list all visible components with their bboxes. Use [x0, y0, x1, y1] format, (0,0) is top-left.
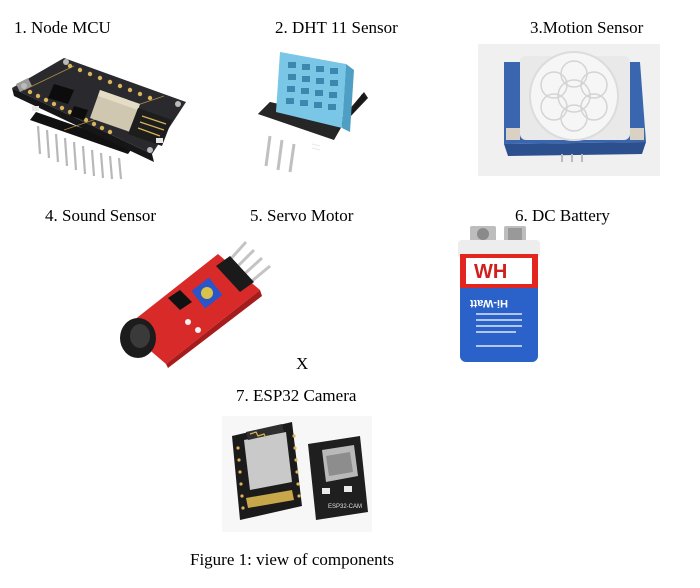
- label-motion-sensor: 3.Motion Sensor: [530, 18, 644, 37]
- label-servo-motor: 5. Servo Motor: [250, 206, 354, 225]
- label-sound-sensor: 4. Sound Sensor: [45, 206, 156, 225]
- esp32-camera-image: ESP32-CAM: [222, 416, 372, 532]
- label-dht11: 2. DHT 11 Sensor: [275, 18, 398, 37]
- battery-brand-text: WH: [474, 261, 507, 283]
- node-mcu-image: [4, 50, 190, 180]
- dc-battery-image: WH Hi-Watt: [452, 224, 546, 366]
- motion-sensor-image: [478, 44, 660, 176]
- label-node-mcu: 1. Node MCU: [14, 18, 111, 37]
- sound-sensor-image: [118, 240, 274, 368]
- servo-image-placeholder-x: X: [296, 354, 309, 373]
- dht11-sensor-image: [246, 48, 368, 174]
- battery-model-text: Hi-Watt: [470, 297, 508, 309]
- figure-caption: Figure 1: view of components: [190, 550, 394, 569]
- label-esp32-camera: 7. ESP32 Camera: [236, 386, 357, 405]
- label-dc-battery: 6. DC Battery: [515, 206, 610, 225]
- esp32-board-print: ESP32-CAM: [328, 504, 362, 510]
